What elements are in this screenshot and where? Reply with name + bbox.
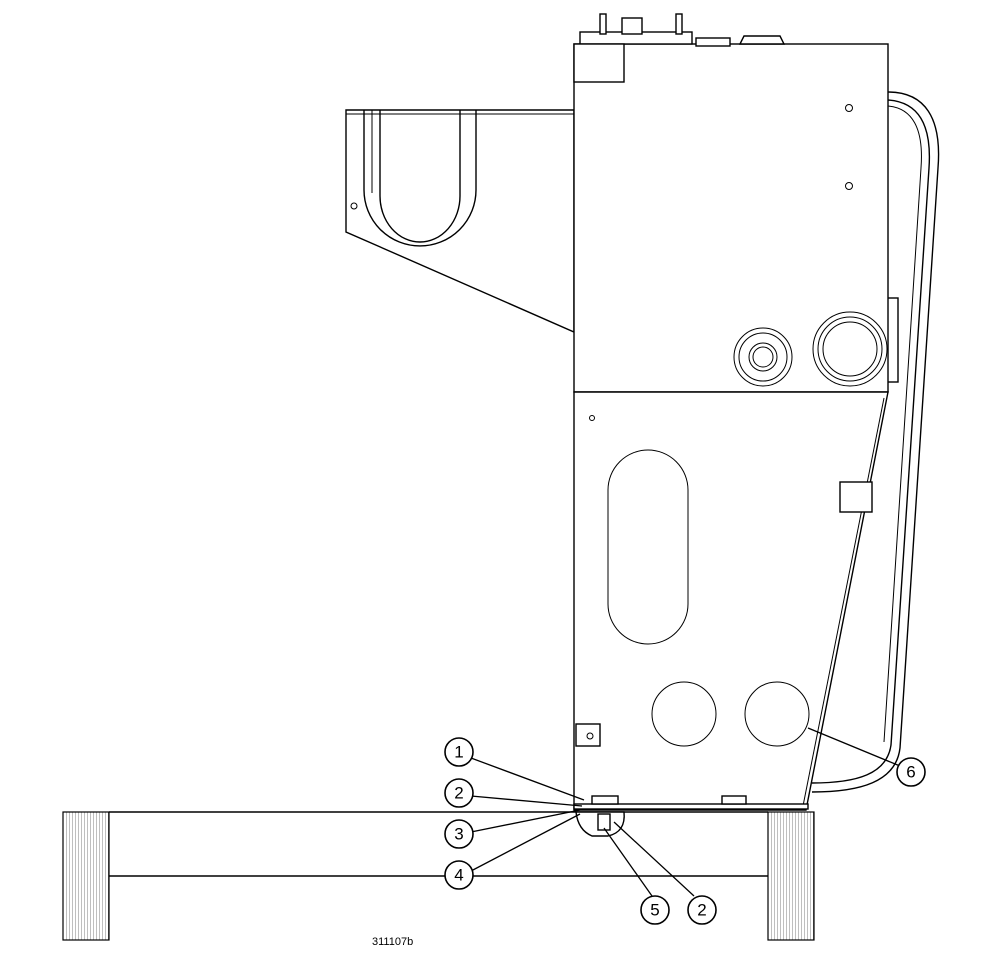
stand-right-leg	[767, 811, 815, 941]
round-opening	[744, 681, 810, 747]
large-port	[812, 311, 888, 387]
upper-housing-body	[573, 43, 889, 393]
callout-label: 6	[906, 763, 915, 782]
document-id: 311107b	[372, 936, 413, 948]
callout-label: 2	[697, 901, 706, 920]
bracket-hole	[350, 202, 358, 210]
round-opening	[651, 681, 717, 747]
mount-plate	[573, 803, 809, 810]
nut	[597, 813, 611, 831]
top-cap	[738, 35, 786, 45]
callout-label: 4	[454, 866, 463, 885]
small-bracket	[575, 723, 601, 747]
small-port	[733, 327, 793, 387]
callout-5: 5	[640, 895, 670, 925]
callout-label: 2	[454, 784, 463, 803]
stand-left-leg	[62, 811, 110, 941]
front-bolt-head	[591, 795, 619, 805]
housing-hole	[845, 104, 853, 112]
upper-housing	[573, 13, 889, 393]
callout-2-front: 2	[444, 778, 474, 808]
callout-6: 6	[896, 757, 926, 787]
callout-label: 1	[454, 743, 463, 762]
side-clip	[839, 481, 873, 513]
side-bracket	[345, 109, 575, 334]
housing-hole	[845, 182, 853, 190]
oval-slot	[607, 449, 689, 645]
lower-housing-body	[573, 391, 889, 811]
top-left-block	[573, 43, 625, 83]
callout-label: 3	[454, 825, 463, 844]
base-stand	[62, 811, 815, 941]
rear-bolt-head	[721, 795, 747, 805]
callout-4: 4	[444, 860, 474, 890]
callout-label: 5	[650, 901, 659, 920]
callout-3: 3	[444, 819, 474, 849]
handle-tube	[811, 91, 940, 793]
callout-2-rear: 2	[687, 895, 717, 925]
callouts: 1 2 3 4 5 2 6	[444, 727, 926, 925]
mount-hardware	[573, 795, 809, 837]
lower-housing	[573, 391, 889, 811]
callout-1: 1	[444, 737, 474, 767]
